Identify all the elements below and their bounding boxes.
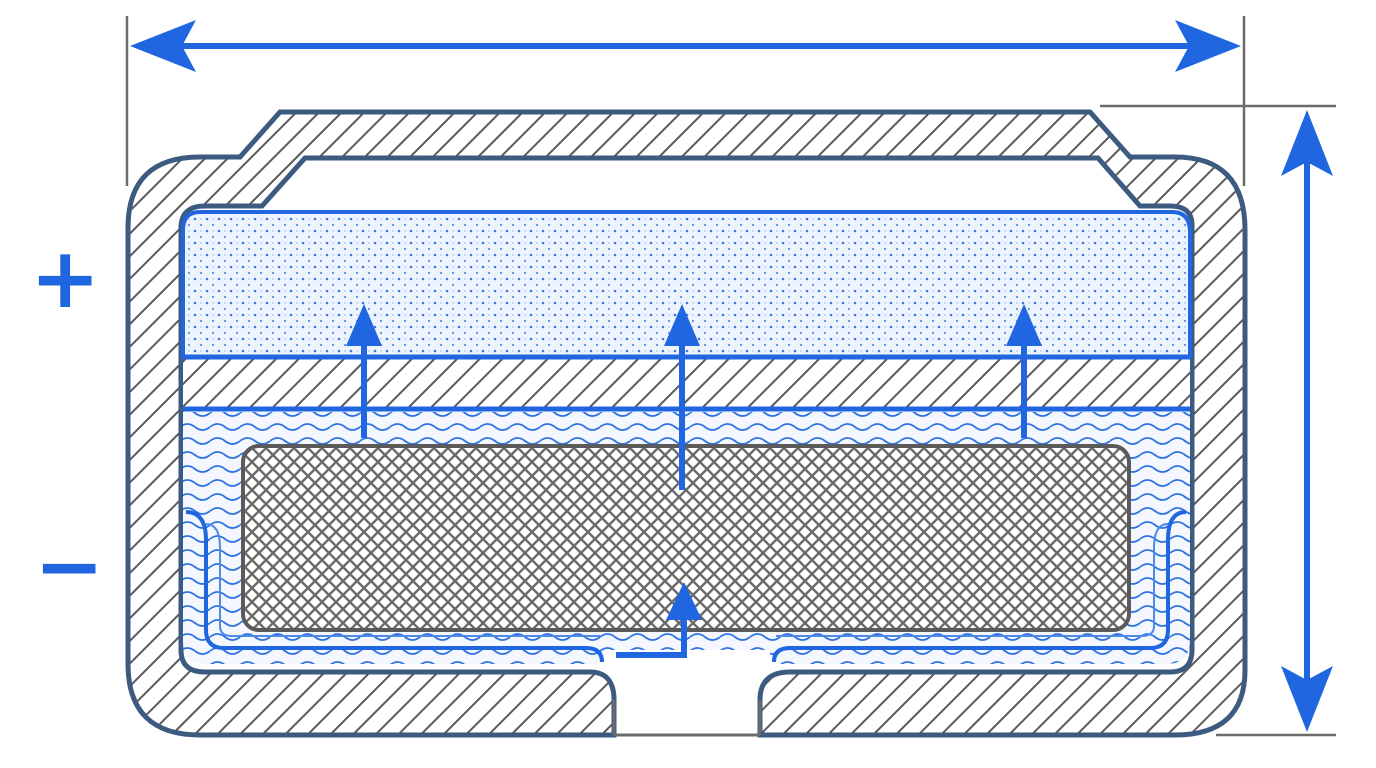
negative-terminal-symbol: −: [34, 517, 105, 615]
electrolyte-lining-right-inner: [776, 523, 1169, 637]
positive-terminal-symbol: +: [30, 229, 101, 327]
ion-arrow-right: [1006, 304, 1042, 438]
outer-casing: [125, 109, 1248, 738]
height-arrow-top-head: [1281, 110, 1333, 176]
electrolyte-lining-right: [772, 510, 1187, 663]
ion-arrow-center: [664, 304, 700, 490]
top-cap: [260, 156, 1142, 208]
width-dimension-arrow: [125, 16, 1246, 186]
electrolyte-lining-left: [185, 510, 604, 663]
separator-fill: [183, 357, 1190, 409]
height-arrow-bottom-head: [1281, 666, 1333, 732]
width-arrow-left-head: [130, 20, 196, 72]
ion-arrow-left: [346, 304, 382, 438]
separator-layer: [183, 354, 1190, 412]
width-arrow-right-head: [1175, 20, 1241, 72]
ion-arrow-bottom: [616, 582, 702, 658]
casing-shell: [125, 109, 1248, 738]
electrolyte-lining-left-inner: [205, 523, 600, 637]
height-dimension-arrow: [1100, 104, 1336, 737]
ion-flow-arrows: [346, 304, 1042, 658]
